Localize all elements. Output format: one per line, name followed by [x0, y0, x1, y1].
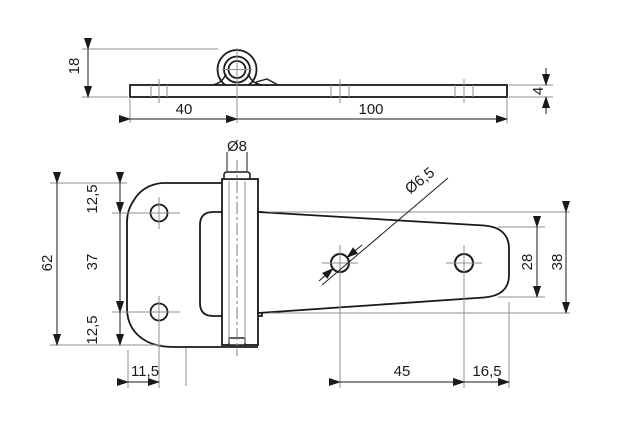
label-bracket-hole-offset-top: 12,5 — [84, 184, 101, 213]
label-bracket-hole-offset-left: 11,5 — [131, 363, 159, 380]
label-strap-end-width: 28 — [519, 254, 536, 271]
label-knuckle-height: 18 — [66, 58, 83, 75]
label-plate-thickness: 4 — [530, 87, 547, 95]
label-bracket-hole-offset-bottom: 12,5 — [84, 315, 101, 344]
knuckle-housing-outline — [221, 178, 259, 346]
label-pin-diameter: Ø8 — [227, 138, 247, 155]
strap-leaf-outline — [257, 211, 510, 314]
hidden-hole-lines-side-view — [150, 79, 474, 103]
label-bracket-hole-spacing: 37 — [84, 254, 101, 271]
plan-view-geometry — [126, 171, 510, 348]
label-right-leaf-length: 100 — [358, 101, 383, 118]
leader-d6-5 — [318, 177, 449, 286]
label-bracket-height: 62 — [39, 255, 56, 272]
label-left-leaf-length: 40 — [176, 101, 193, 118]
label-hole-diameter: Ø6,5 — [402, 164, 438, 197]
dimension-lines — [53, 38, 570, 386]
hinge-plate-side-outline — [129, 84, 508, 98]
label-strap-hole-spacing: 45 — [394, 363, 411, 380]
side-view-geometry — [129, 49, 508, 98]
label-strap-root-width: 38 — [549, 254, 566, 271]
label-strap-hole-to-end: 16,5 — [472, 363, 501, 380]
knuckle-curl-step — [255, 78, 279, 86]
